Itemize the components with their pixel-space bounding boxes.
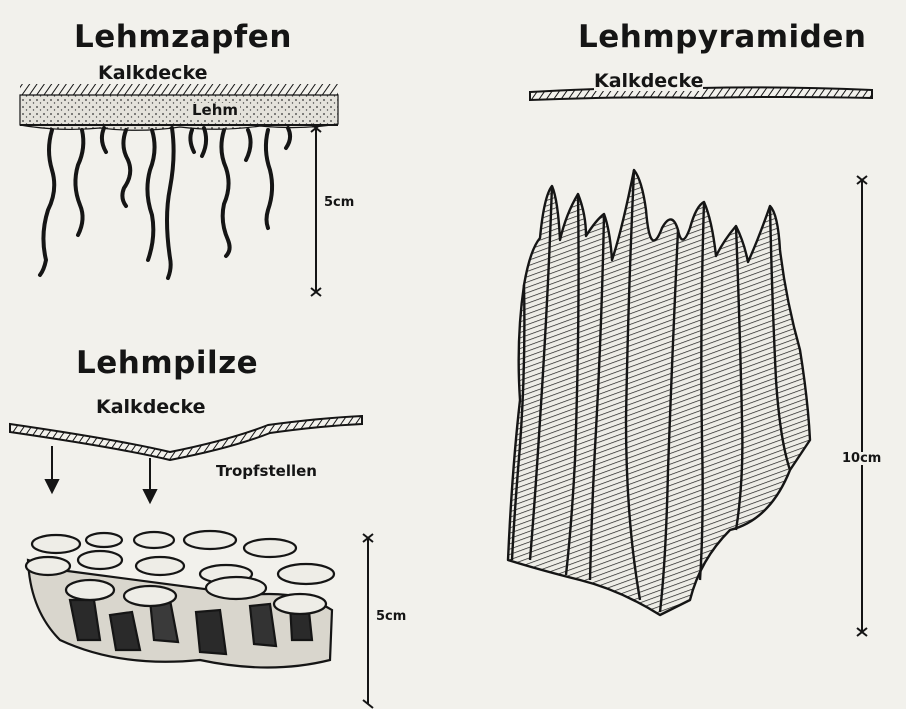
lehmzapfen-title: Lehmzapfen xyxy=(74,22,292,53)
lehmzapfen-scale-bar xyxy=(311,124,321,296)
lehmpilze-title: Lehmpilze xyxy=(76,348,258,379)
lehmpyramiden-panel xyxy=(508,87,872,636)
lehmpilze-panel xyxy=(10,416,373,708)
lehmzapfen-scale-label: 5cm xyxy=(324,196,354,209)
kalkdecke-wavy-band xyxy=(10,416,362,460)
clay-stalactites xyxy=(40,128,290,278)
clay-mushrooms-cluster xyxy=(26,531,334,668)
lehmzapfen-lehm-label: Lehm xyxy=(190,103,240,118)
lehmpilze-scale-bar xyxy=(363,534,373,708)
lehmpilze-kalkdecke-label: Kalkdecke xyxy=(96,398,205,417)
lehmpyramiden-scale-bar xyxy=(857,176,867,636)
lehmpyramiden-scale-label: 10cm xyxy=(842,452,881,465)
lehmzapfen-panel xyxy=(20,84,338,296)
lehmpilze-scale-label: 5cm xyxy=(376,610,406,623)
kalkdecke-hatched-band xyxy=(20,84,338,95)
lehmpilze-tropfstellen-label: Tropfstellen xyxy=(216,464,317,479)
lehmpyramiden-kalkdecke-label: Kalkdecke xyxy=(594,72,703,91)
clay-pyramids-cluster xyxy=(508,170,810,615)
lehmpyramiden-title: Lehmpyramiden xyxy=(578,22,866,53)
lehmzapfen-kalkdecke-label: Kalkdecke xyxy=(98,64,207,83)
